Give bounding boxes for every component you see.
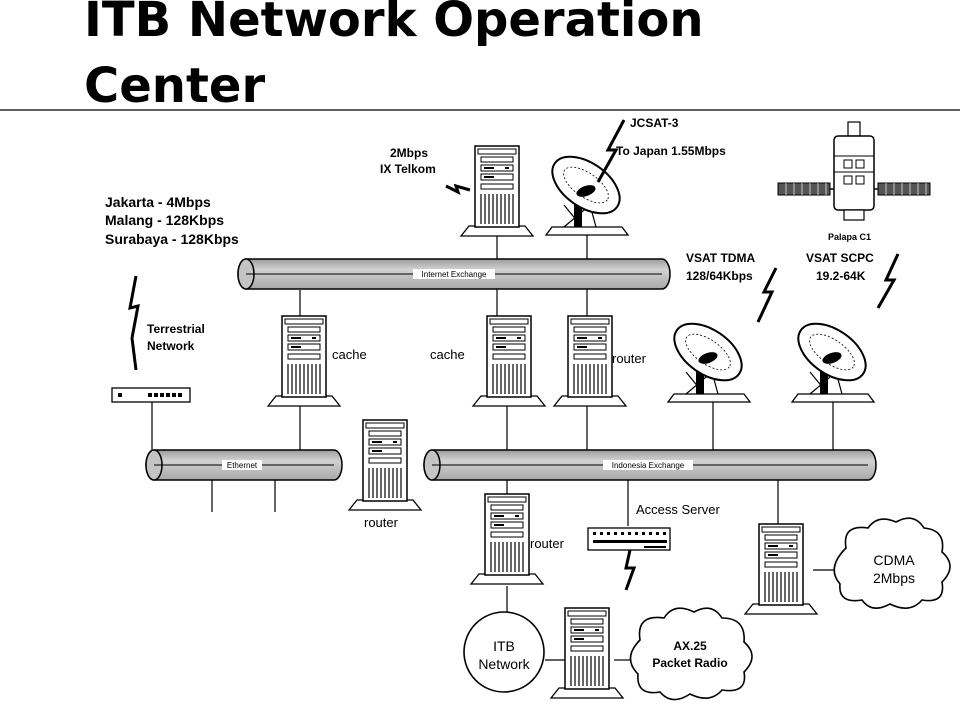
jcsat-label: JCSAT-3 (630, 116, 679, 130)
satellite-icon (777, 121, 931, 221)
ix-telkom-server (460, 145, 534, 237)
cache-label-2: cache (430, 347, 465, 362)
terrestrial-switch-icon (111, 387, 191, 403)
ax25-cloud (629, 607, 753, 701)
ethernet-backbone: Ethernet (145, 449, 343, 481)
vsat-tdma-label: VSAT TDMA (686, 251, 755, 265)
cdma-label-1: CDMA (873, 552, 915, 568)
page-title-line-2: Center (84, 58, 265, 114)
page-title-line-1: ITB Network Operation (84, 0, 704, 48)
vsat-scpc-rate-label: 19.2-64K (816, 269, 866, 283)
indonesia-exchange-label: Indonesia Exchange (612, 461, 685, 470)
cdma-server (744, 523, 818, 615)
access-server-label: Access Server (636, 502, 720, 517)
diagram-labels: JCSAT-3 To Japan 1.55Mbps 2Mbps IX Telko… (105, 116, 915, 672)
jcsat-dish (541, 144, 631, 236)
internet-exchange-label: Internet Exchange (422, 270, 487, 279)
ax25-label-2: Packet Radio (652, 656, 727, 670)
jakarta-label: Jakarta - 4Mbps (105, 194, 211, 210)
router-label-1: router (612, 351, 647, 366)
malang-label: Malang - 128Kbps (105, 212, 224, 228)
terrestrial-label-2: Network (147, 339, 195, 353)
cache-server-2 (472, 315, 546, 407)
itb-network-label-1: ITB (493, 638, 515, 654)
to-japan-label: To Japan 1.55Mbps (616, 144, 726, 158)
indonesia-exchange-backbone: Indonesia Exchange (423, 449, 877, 481)
access-server-icon (587, 527, 671, 551)
cdma-label-2: 2Mbps (873, 570, 915, 586)
packet-radio-server (550, 607, 624, 699)
ax25-label-1: AX.25 (673, 639, 707, 653)
ethernet-label: Ethernet (227, 461, 258, 470)
cache-server-1 (267, 315, 341, 407)
vsat-scpc-dish (787, 311, 877, 403)
router-label-2: router (364, 515, 399, 530)
cdma-cloud (833, 517, 951, 609)
palapa-label: Palapa C1 (828, 232, 871, 242)
vsat-tdma-rate-label: 128/64Kbps (686, 269, 753, 283)
vsat-tdma-dish (663, 311, 753, 403)
ix-telkom-rate-label: 2Mbps (390, 146, 428, 160)
lightning-bolts (128, 119, 900, 591)
surabaya-label: Surabaya - 128Kbps (105, 231, 239, 247)
itb-network-node (463, 611, 545, 693)
terrestrial-label-1: Terrestrial (147, 322, 205, 336)
itb-network-label-2: Network (478, 656, 530, 672)
cache-label-1: cache (332, 347, 367, 362)
router-server-2 (348, 419, 422, 511)
ix-telkom-label: IX Telkom (380, 162, 436, 176)
vsat-scpc-label: VSAT SCPC (806, 251, 874, 265)
router-label-3: router (530, 536, 565, 551)
connection-lines (151, 232, 838, 661)
internet-exchange-backbone: Internet Exchange (237, 258, 671, 290)
